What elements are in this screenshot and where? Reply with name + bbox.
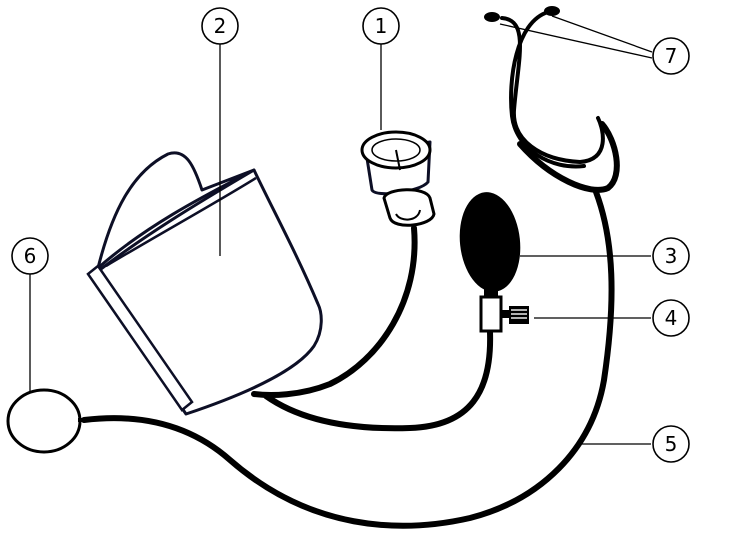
callout-3: 3 (652, 237, 690, 275)
callout-7-label: 7 (665, 44, 678, 68)
inflation-bulb (459, 192, 521, 298)
callout-6: 6 (11, 237, 49, 275)
callout-4-label: 4 (665, 306, 678, 330)
callout-1: 1 (362, 7, 400, 45)
callout-5-label: 5 (665, 432, 678, 456)
stethoscope-tube (81, 189, 615, 529)
chest-piece (6, 388, 86, 454)
callout-7: 7 (652, 37, 690, 75)
bulb-tube (263, 329, 494, 432)
callout-4: 4 (652, 299, 690, 337)
gauge-tube (251, 225, 418, 398)
callout-1-label: 1 (375, 14, 388, 38)
earpiece-left-icon (484, 12, 500, 22)
pressure-gauge (360, 130, 436, 227)
cuff (86, 151, 323, 416)
callout-5: 5 (652, 425, 690, 463)
callout-6-label: 6 (24, 244, 37, 268)
callout-3-label: 3 (665, 244, 678, 268)
callout-2-label: 2 (214, 14, 227, 38)
stethoscope-headset (484, 6, 620, 193)
earpiece-right-icon (544, 6, 560, 16)
release-valve (479, 295, 529, 333)
callout-2: 2 (201, 7, 239, 45)
